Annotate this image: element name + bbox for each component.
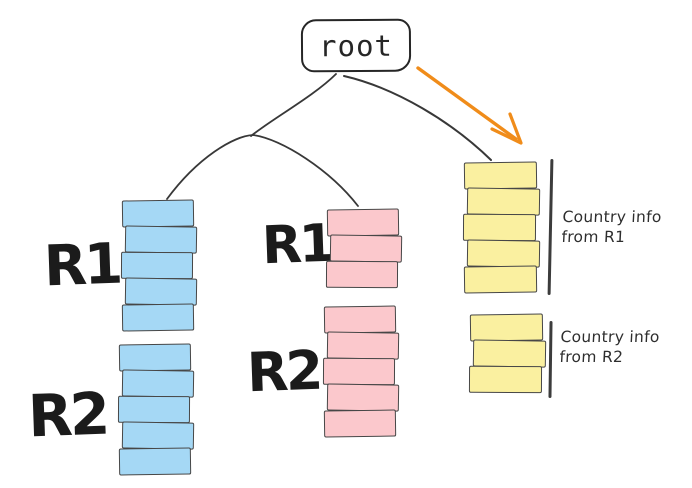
memory-block — [463, 161, 538, 190]
edge-root-to-junction — [250, 73, 337, 137]
memory-block — [121, 199, 195, 228]
blue-r2-stack — [117, 343, 195, 476]
memory-block — [325, 260, 399, 289]
root-node-label: root — [318, 28, 394, 63]
pink-r1-stack — [325, 208, 403, 289]
yellow-top-stack — [462, 161, 541, 294]
memory-block — [322, 357, 396, 386]
memory-block — [124, 225, 198, 254]
pink-r1-label: R1 — [260, 213, 334, 277]
edge-junction-to-blue-and-pink-stacks — [166, 134, 359, 207]
memory-block — [469, 313, 544, 342]
annotation-line: from R1 — [561, 228, 626, 246]
blue-r1-stack — [120, 199, 198, 332]
memory-block — [326, 383, 400, 412]
memory-block — [466, 239, 541, 268]
annotation-line: Country info — [560, 328, 661, 346]
country-info-r2-annotation: Country info from R2 — [559, 327, 660, 367]
memory-block — [326, 208, 400, 237]
blue-r2-label: R2 — [26, 379, 109, 451]
edge-root-to-yellow-stack — [343, 75, 492, 161]
highlight-arrow-shaft — [416, 66, 518, 141]
memory-block — [121, 303, 195, 332]
memory-block — [117, 395, 191, 424]
annotation-line: from R2 — [559, 348, 624, 366]
memory-block — [466, 187, 541, 216]
memory-block — [468, 365, 543, 394]
blue-r1-label: R1 — [42, 231, 122, 300]
country-info-r1-annotation: Country info from R1 — [561, 207, 662, 247]
memory-block — [118, 447, 192, 476]
memory-block — [120, 251, 194, 280]
pink-r2-stack — [322, 305, 400, 438]
memory-block — [463, 265, 538, 294]
memory-block — [124, 277, 198, 306]
memory-block — [323, 409, 397, 438]
memory-block — [121, 369, 195, 398]
memory-block — [121, 421, 195, 450]
memory-block — [326, 331, 400, 360]
memory-block — [118, 343, 192, 372]
memory-block — [329, 234, 403, 263]
root-node: root — [300, 18, 412, 73]
annotation-line: Country info — [562, 208, 663, 226]
pink-r2-label: R2 — [245, 338, 322, 405]
yellow-bottom-stack — [468, 313, 547, 394]
memory-block — [462, 213, 537, 242]
highlight-arrow-head — [490, 112, 523, 145]
memory-block — [323, 305, 397, 334]
memory-block — [472, 339, 547, 368]
